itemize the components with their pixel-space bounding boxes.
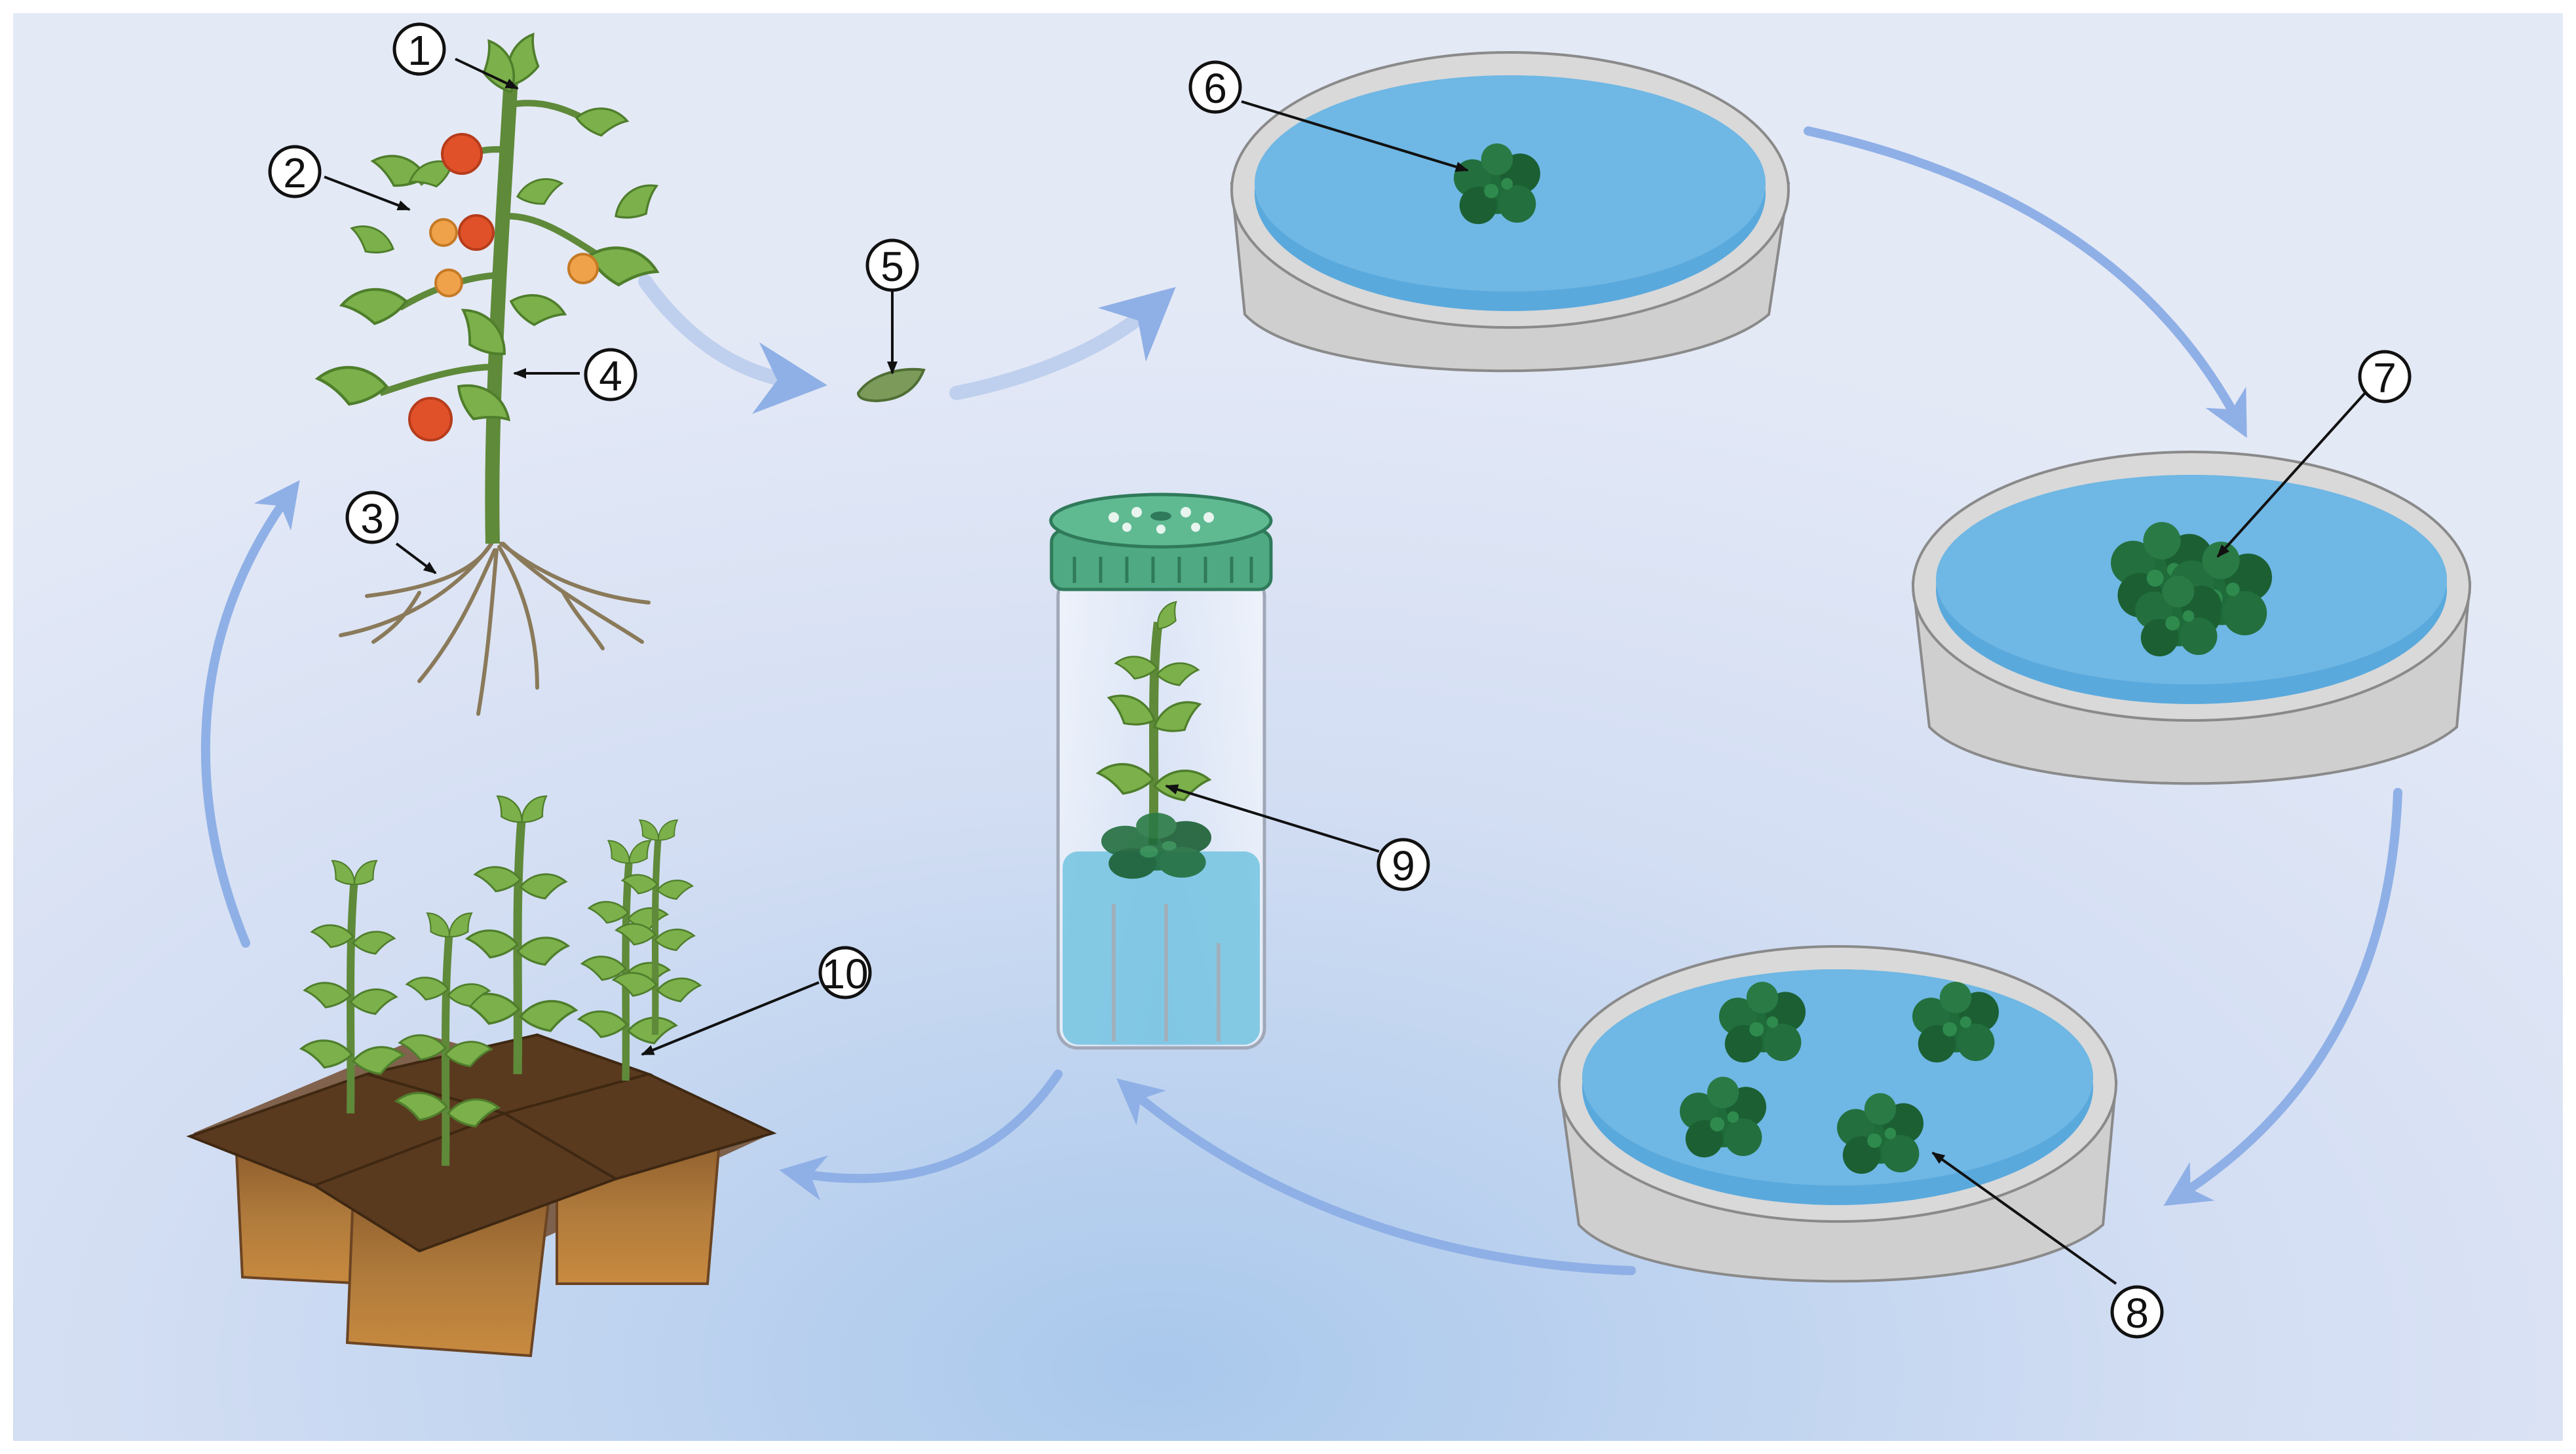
- pointer-1: [455, 58, 519, 90]
- callout-number: 1: [407, 27, 431, 74]
- callout-1: 1: [392, 22, 446, 76]
- callout-pointers: [324, 58, 2366, 1285]
- callout-number: 10: [822, 950, 868, 997]
- arrow-dish7-to-dish8: [2163, 788, 2402, 1206]
- petri-dish-7-icon: [1911, 451, 2472, 785]
- arrow-plant-to-explant: [638, 274, 827, 415]
- callout-9: 9: [1376, 838, 1430, 891]
- callout-number: 3: [360, 495, 384, 542]
- arrow-dish8-to-jar: [1116, 1078, 1636, 1275]
- callout-number: 4: [599, 352, 622, 400]
- culture-jar-icon: [1049, 493, 1273, 1050]
- callout-circle: [268, 145, 322, 198]
- callout-labels: 1 2 3 4 5 6 7 8 9 10: [268, 22, 2412, 1339]
- callout-circle: [345, 491, 399, 544]
- pointer-7: [2216, 392, 2366, 558]
- callout-circle: [865, 238, 919, 292]
- callout-number: 8: [2125, 1290, 2149, 1337]
- callout-number: 9: [1392, 842, 1415, 889]
- petri-dish-6-icon: [1230, 51, 1790, 373]
- callout-number: 5: [881, 243, 904, 290]
- arrow-dish6-to-dish7: [1804, 126, 2247, 438]
- callout-10: 10: [818, 946, 872, 999]
- callout-circle: [584, 348, 637, 401]
- pointer-2: [324, 176, 411, 211]
- pointer-6: [1241, 100, 1469, 172]
- callout-circle: [1376, 838, 1430, 891]
- tomato-plant-icon: [318, 28, 668, 716]
- seedling-pot-icon: [186, 792, 777, 1358]
- callout-circle: [1188, 60, 1242, 114]
- pointer-9: [1165, 784, 1380, 853]
- pointer-10: [641, 981, 820, 1056]
- arrow-pots-to-plant: [200, 480, 300, 948]
- callout-number: 7: [2373, 354, 2396, 401]
- callout-4: 4: [584, 348, 637, 401]
- explant-leaf-icon: [856, 367, 926, 403]
- callout-circle: [818, 946, 872, 999]
- callout-7: 7: [2358, 350, 2412, 403]
- callout-number: 2: [283, 149, 307, 196]
- callout-circle: [392, 22, 446, 76]
- arrow-explant-to-dish: [949, 287, 1176, 400]
- arrow-jar-to-pots: [779, 1070, 1063, 1201]
- callout-5: 5: [865, 238, 919, 292]
- pointer-3: [395, 542, 437, 574]
- callout-8: 8: [2110, 1285, 2164, 1339]
- callout-number: 6: [1203, 65, 1227, 112]
- callout-3: 3: [345, 491, 399, 544]
- callout-2: 2: [268, 145, 322, 198]
- cycle-arrows: [200, 126, 2402, 1275]
- petri-dish-8-icon: [1557, 945, 2118, 1283]
- callout-6: 6: [1188, 60, 1242, 114]
- callout-circle: [2358, 350, 2412, 403]
- callout-circle: [2110, 1285, 2164, 1339]
- pointer-8: [1931, 1151, 2117, 1285]
